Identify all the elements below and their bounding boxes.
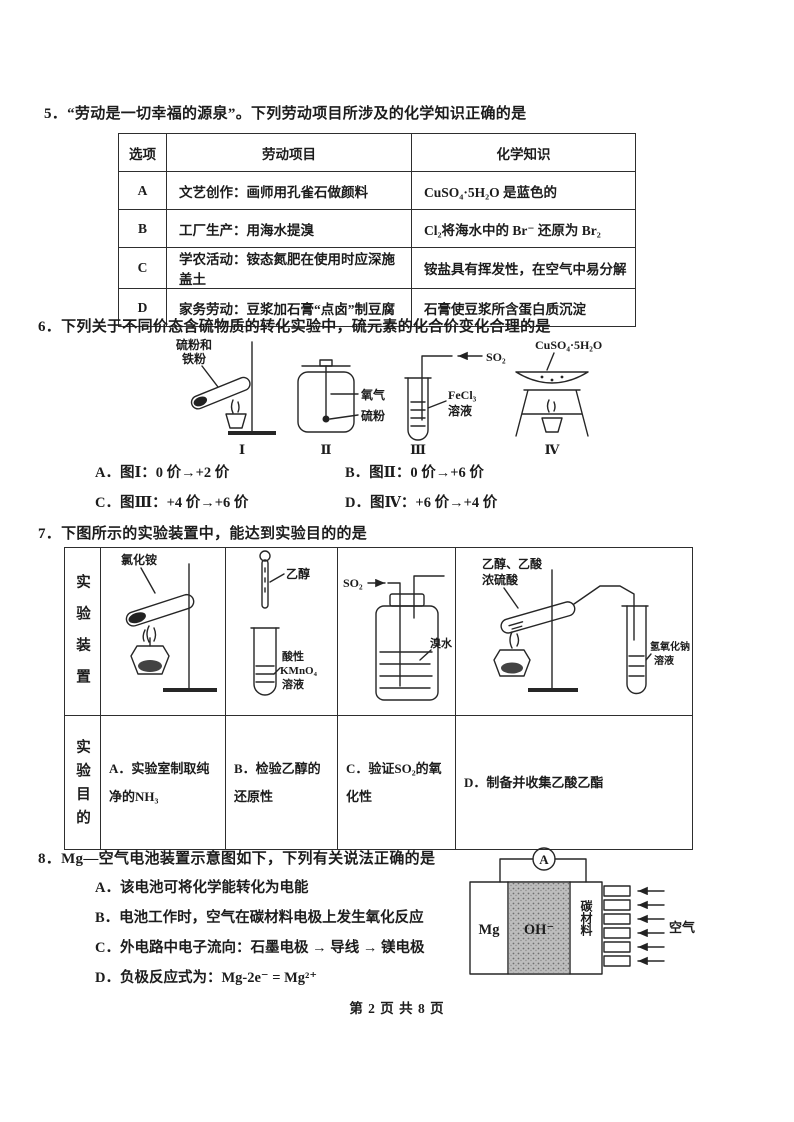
q7-purpose-b: B．检验乙醇的还原性 <box>225 715 338 850</box>
q7-apparatus-c-figure: SO₂ 溴水 <box>343 575 453 701</box>
electrolyte-label: OH⁻ <box>524 922 554 938</box>
sulfur-label: 硫粉 <box>361 408 385 423</box>
naoh-label-line1: 氢氧化钠 <box>650 640 690 653</box>
q5-row-c-option: C <box>118 247 167 289</box>
q5-header-project: 劳动项目 <box>166 133 412 172</box>
q6-option-b: B．图Ⅱ：0 价→+6 价 <box>345 465 484 481</box>
q6-apparatus-4: CuSO₄·5H₂O Ⅳ <box>515 338 602 457</box>
q5-row-b-project: 工厂生产：用海水提溴 <box>166 209 412 248</box>
q5-row-a-project: 文艺创作：画师用孔雀石做颜料 <box>166 171 412 210</box>
q8-title: 8．Mg—空气电池装置示意图如下，下列有关说法正确的是 <box>38 851 436 867</box>
cuso4-label: CuSO₄·5H₂O <box>535 338 602 352</box>
nh4cl-label: 氯化铵 <box>121 552 157 567</box>
q7-apparatus-b: 乙醇 酸性 KMnO₄ 溶液 <box>225 547 338 716</box>
sulfur-iron-label-line2: 铁粉 <box>182 351 206 366</box>
table-row: D 家务劳动：豆浆加石膏“点卤”制豆腐 石膏使豆浆所含蛋白质沉淀 <box>118 288 636 327</box>
q6-option-c: C．图Ⅲ：+4 价→+6 价 <box>95 495 249 511</box>
q5-header-knowledge: 化学知识 <box>411 133 636 172</box>
q5-row-a-knowledge: CuSO₄·5H₂O 是蓝色的 <box>411 171 636 210</box>
page-number: 第 2 页 共 8 页 <box>349 1001 445 1016</box>
q7-purpose-a: A．实验室制取纯净的NH₃ <box>100 715 226 850</box>
fecl3-label-line2: 溶液 <box>448 403 472 418</box>
so2-inlet-label: SO₂ <box>343 576 363 590</box>
h2so4-label: 浓硫酸 <box>482 572 519 587</box>
q5-row-b-knowledge: Cl₂将海水中的 Br⁻ 还原为 Br₂ <box>411 209 636 248</box>
table-row: C 学农活动：铵态氮肥在使用时应深施盖土 铵盐具有挥发性，在空气中易分解 <box>118 247 636 289</box>
q7-apparatus-d-figure: 乙醇、乙酸 浓硫酸 氢氧化钠 溶液 <box>482 556 690 695</box>
q8-battery-figure: A Mg OH⁻ 碳材料 空气 <box>469 847 695 975</box>
q6-apparatus-figure: 硫粉和 铁粉 Ⅰ 氧气 硫粉 Ⅱ <box>176 337 602 457</box>
ethanol-acid-label: 乙醇、乙酸 <box>482 556 543 571</box>
q7-apparatus-d: 乙醇、乙酸 浓硫酸 氢氧化钠 溶液 <box>455 547 693 716</box>
q8-option-d: D．负极反应式为：Mg-2e⁻ = Mg²⁺ <box>95 970 318 986</box>
q6-option-a: A．图Ⅰ：0 价→+2 价 <box>95 465 230 481</box>
q7-purpose-row: 实验目的 A．实验室制取纯净的NH₃ B．检验乙醇的还原性 C．验证SO₂的氧化… <box>64 715 693 850</box>
q7-apparatus-c: SO₂ 溴水 <box>337 547 456 716</box>
fecl3-label-line1: FeCl₃ <box>448 388 477 402</box>
q5-row-d-knowledge: 石膏使豆浆所含蛋白质沉淀 <box>411 288 636 327</box>
oxygen-label: 氧气 <box>360 387 385 402</box>
diagram-2-numeral: Ⅱ <box>321 442 332 457</box>
q6-option-d: D．图Ⅳ：+6 价→+4 价 <box>345 495 498 511</box>
q6-apparatus-1: 硫粉和 铁粉 Ⅰ <box>176 337 276 457</box>
q7-row-header-purpose: 实验目的 <box>64 715 101 850</box>
table-row: B 工厂生产：用海水提溴 Cl₂将海水中的 Br⁻ 还原为 Br₂ <box>118 209 636 248</box>
diagram-4-numeral: Ⅳ <box>545 442 560 457</box>
q5-table: 选项 劳动项目 化学知识 A 文艺创作：画师用孔雀石做颜料 CuSO₄·5H₂O… <box>118 133 636 327</box>
q8-option-c: C．外电路中电子流向：石墨电极 → 导线 → 镁电极 <box>95 940 425 956</box>
q6-apparatus-2: 氧气 硫粉 Ⅱ <box>297 359 385 457</box>
kmno4-label-line2: KMnO₄ <box>280 665 318 677</box>
q7-apparatus-a-figure: 氯化铵 <box>121 552 217 692</box>
q5-row-d-option: D <box>118 288 167 327</box>
air-label: 空气 <box>669 920 695 935</box>
air-arrows <box>637 886 665 966</box>
naoh-label-line2: 溶液 <box>654 654 674 667</box>
bromine-water-label: 溴水 <box>430 636 453 650</box>
carbon-electrode-label: 碳材料 <box>579 899 593 937</box>
kmno4-label-line3: 溶液 <box>282 677 305 691</box>
ethanol-label: 乙醇 <box>286 566 310 581</box>
q5-row-c-project: 学农活动：铵态氮肥在使用时应深施盖土 <box>166 247 412 289</box>
q8-option-a: A．该电池可将化学能转化为电能 <box>95 880 309 896</box>
q5-header-option: 选项 <box>118 133 167 172</box>
q5-row-b-option: B <box>118 209 167 248</box>
air-fins <box>603 885 631 967</box>
q7-apparatus-b-figure: 乙醇 酸性 KMnO₄ 溶液 <box>250 550 318 696</box>
diagram-1-numeral: Ⅰ <box>239 442 245 457</box>
mg-electrode-label: Mg <box>479 922 501 938</box>
q5-row-a-option: A <box>118 171 167 210</box>
q7-table: 实验装置 氯化铵 <box>64 547 693 850</box>
q8-option-b: B．电池工作时，空气在碳材料电极上发生氧化反应 <box>95 910 424 926</box>
kmno4-label-line1: 酸性 <box>282 649 304 663</box>
q5-row-c-knowledge: 铵盐具有挥发性，在空气中易分解 <box>411 247 636 289</box>
diagram-3-numeral: Ⅲ <box>410 442 426 457</box>
q7-purpose-d: D．制备并收集乙酸乙酯 <box>455 715 693 850</box>
q7-title: 7．下图所示的实验装置中，能达到实验目的的是 <box>38 526 368 542</box>
q5-title: 5．“劳动是一切幸福的源泉”。下列劳动项目所涉及的化学知识正确的是 <box>44 106 527 122</box>
q7-purpose-c: C．验证SO₂的氧化性 <box>337 715 456 850</box>
so2-label: SO₂ <box>486 350 506 364</box>
ammeter-label: A <box>539 852 549 867</box>
q6-title: 6．下列关于不同价态含硫物质的转化实验中，硫元素的化合价变化合理的是 <box>38 319 551 335</box>
q5-header-row: 选项 劳动项目 化学知识 <box>118 133 636 172</box>
q7-apparatus-a: 氯化铵 <box>100 547 226 716</box>
q7-row-header-apparatus: 实验装置 <box>64 547 101 716</box>
q6-apparatus-3: SO₂ FeCl₃ 溶液 Ⅲ <box>404 350 506 457</box>
table-row: A 文艺创作：画师用孔雀石做颜料 CuSO₄·5H₂O 是蓝色的 <box>118 171 636 210</box>
q7-apparatus-row: 实验装置 氯化铵 <box>64 547 693 716</box>
sulfur-iron-label-line1: 硫粉和 <box>176 337 212 352</box>
